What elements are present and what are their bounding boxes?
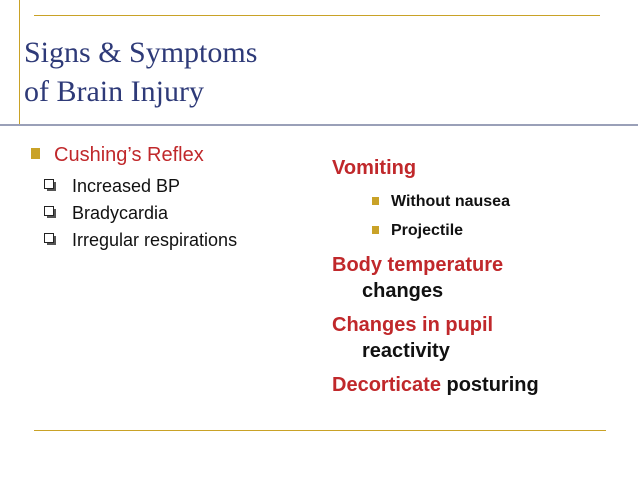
title-underline-rule [0,124,638,126]
pupil-continuation: reactivity [362,340,450,362]
slide-title-line-2: of Brain Injury [24,75,204,108]
list-item-label: Irregular respirations [72,230,238,250]
list-item: Projectile [372,216,622,245]
body-temperature-heading: Body temperature [332,254,504,276]
list-item-label: Bradycardia [72,203,169,223]
posturing-heading-black: posturing [446,374,539,396]
list-item: Irregular respirations [42,227,318,254]
list-item-label: Projectile [391,222,464,239]
slide-title: Signs & Symptoms of Brain Injury [24,33,364,111]
pupil-block: Changes in pupil reactivity [332,312,622,365]
right-column: Vomiting Without nausea Projectile Body … [332,155,622,405]
left-column: Cushing’s Reflex Increased BP Bradycardi… [28,142,318,254]
vomiting-heading: Vomiting [332,157,417,179]
box-bullet-icon [44,179,57,192]
body-temperature-continuation: changes [362,280,444,302]
box-bullet-icon [44,233,57,246]
body-temperature-block: Body temperature changes [332,252,622,305]
square-bullet-icon [372,197,379,205]
top-horizontal-rule [34,15,600,16]
posturing-block: Decorticate posturing [332,372,622,398]
pupil-heading: Changes in pupil [332,314,494,336]
posturing-heading: Decorticate posturing [332,372,622,398]
list-item: Without nausea [372,187,622,216]
vomiting-sub-list: Without nausea Projectile [332,187,622,245]
list-item: Increased BP [42,173,318,200]
list-item-label: Without nausea [391,193,510,210]
box-bullet-icon [44,206,57,219]
square-bullet-icon [31,148,40,159]
bottom-horizontal-rule [34,430,606,431]
main-bullet-label: Cushing’s Reflex [54,144,204,166]
list-item-label: Increased BP [72,176,181,196]
left-vertical-rule [19,0,20,124]
main-bullet-cushings-reflex: Cushing’s Reflex [28,142,318,168]
slide-title-line-1: Signs & Symptoms [24,36,258,69]
posturing-heading-red: Decorticate [332,374,441,396]
list-item: Bradycardia [42,200,318,227]
vomiting-block: Vomiting Without nausea Projectile [332,155,622,245]
square-bullet-icon [372,226,379,234]
cushings-sub-list: Increased BP Bradycardia Irregular respi… [28,173,318,254]
